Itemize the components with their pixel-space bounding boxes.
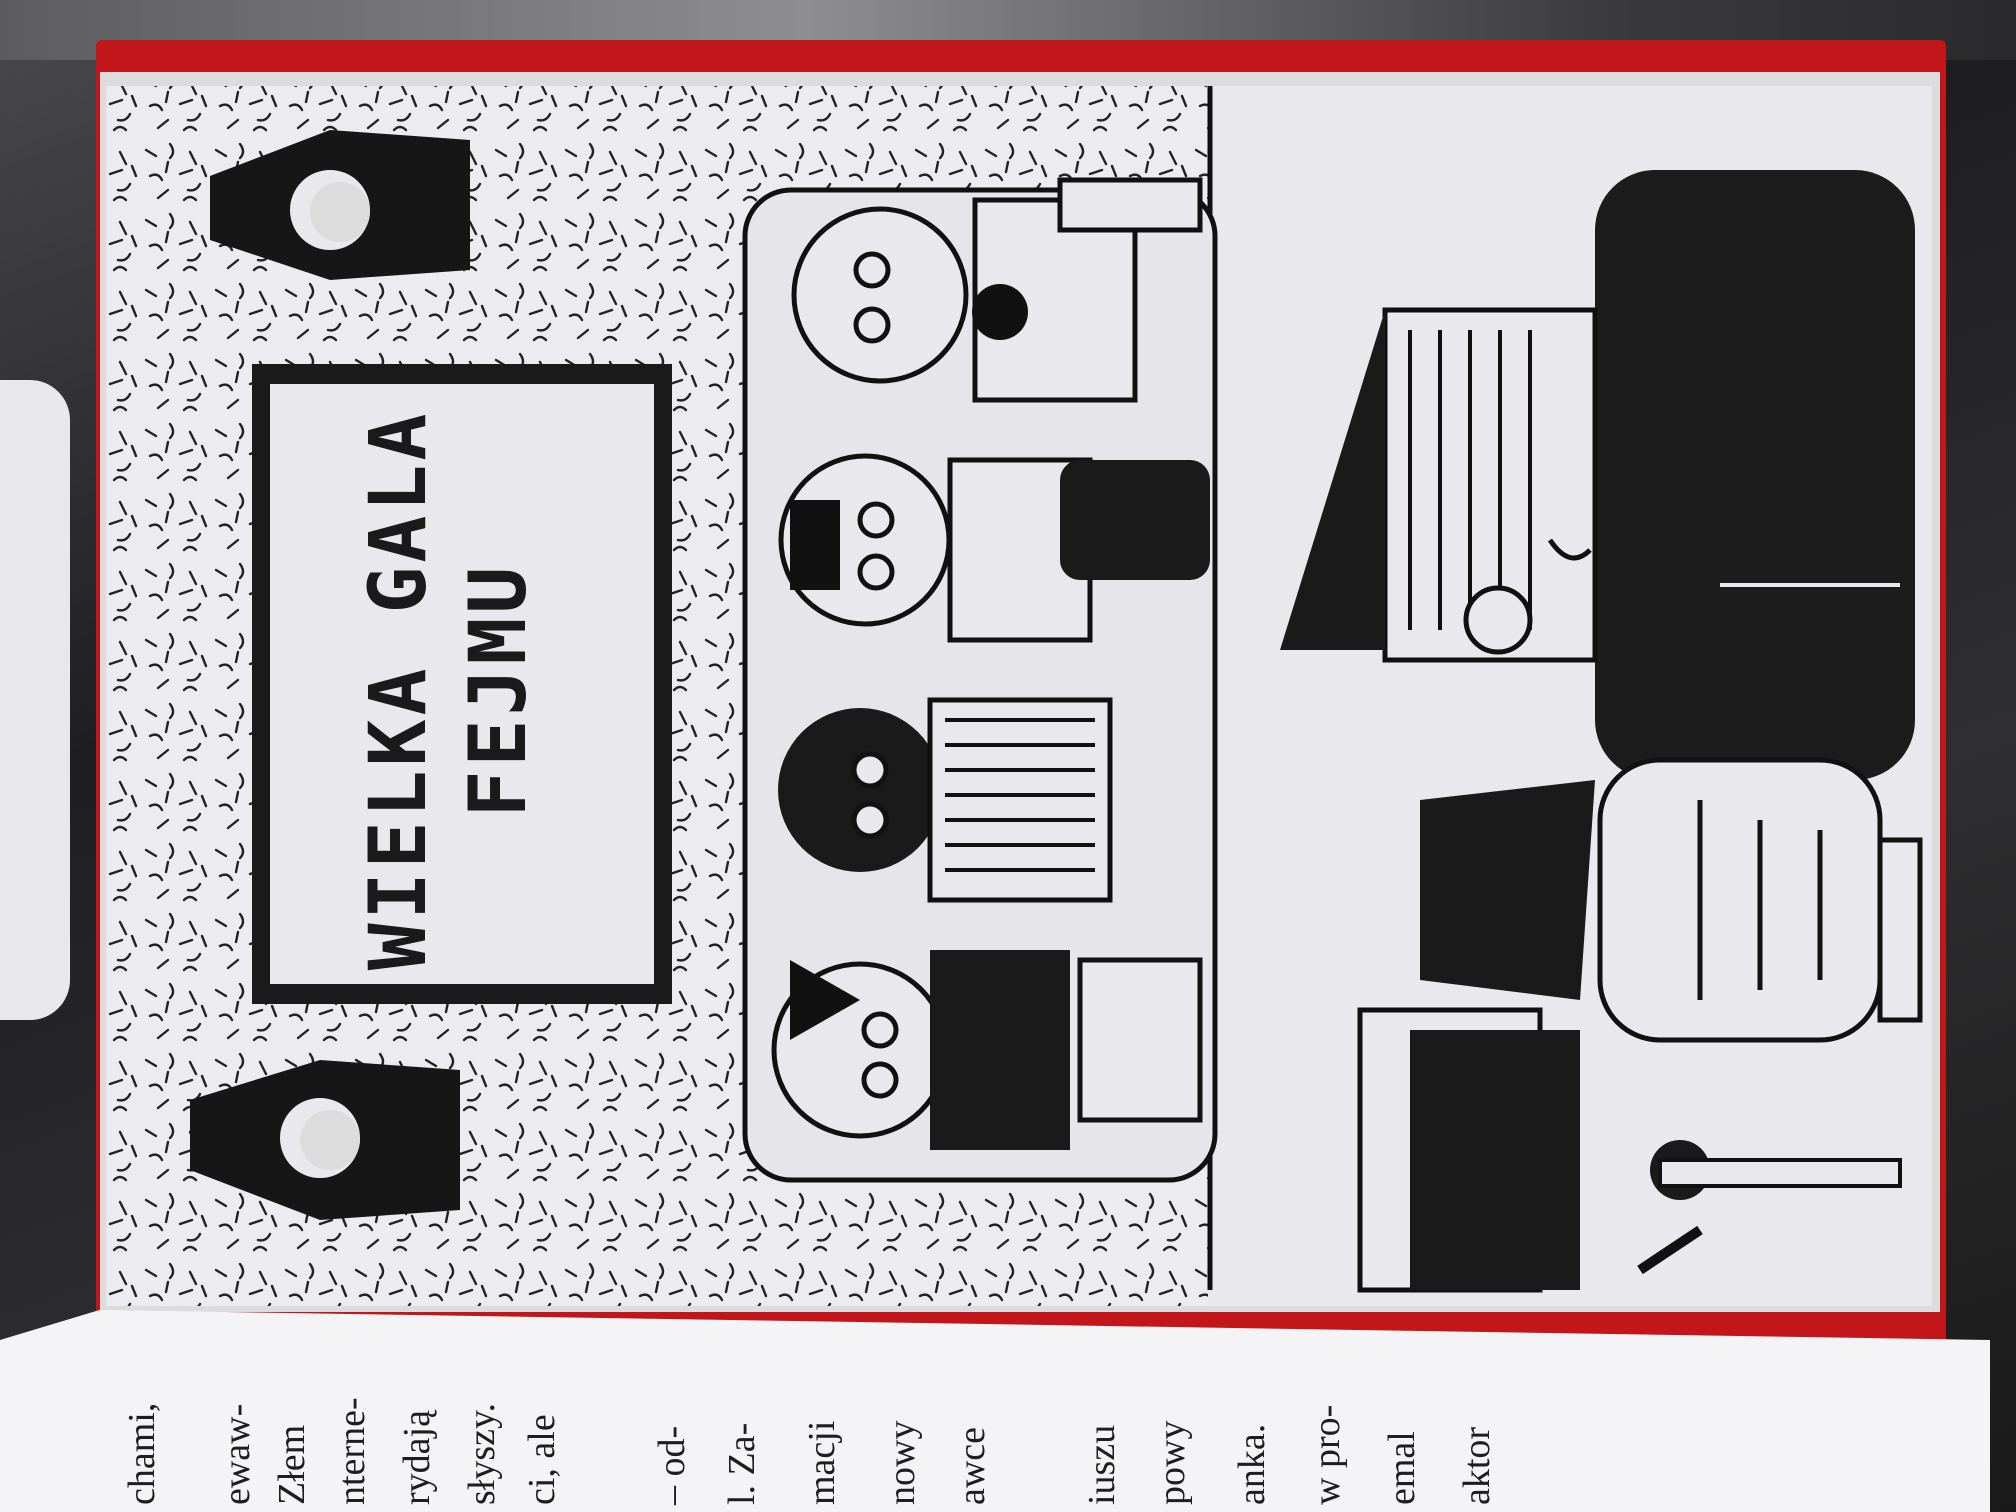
lower-text-fragment: anka. bbox=[1231, 1423, 1273, 1505]
jury-table bbox=[742, 187, 1218, 1183]
lower-text-fragment: ci, ale bbox=[521, 1414, 563, 1505]
lower-text-fragment: słyszy. bbox=[461, 1402, 503, 1505]
spotlight-bottom bbox=[190, 1060, 460, 1220]
lower-page bbox=[0, 1310, 1990, 1512]
jury-member-1 bbox=[791, 177, 1203, 403]
jury-member-2 bbox=[778, 453, 1210, 643]
sign-line-1: WIELKA GALA bbox=[354, 410, 444, 971]
camera bbox=[1357, 780, 1902, 1293]
presenter-hand bbox=[1597, 757, 1923, 1043]
lower-text-fragment: l. Za- bbox=[721, 1422, 763, 1505]
lower-text-fragment: Złem bbox=[271, 1424, 313, 1505]
lower-text-fragment: rydają bbox=[396, 1410, 438, 1505]
lower-text-fragment: ewaw- bbox=[216, 1403, 258, 1505]
sign-line-2: FEJMU bbox=[454, 563, 544, 818]
lower-text-fragment: w pro- bbox=[1306, 1404, 1348, 1505]
lower-text-fragment: powy bbox=[1151, 1420, 1193, 1505]
lower-text-fragment: nterne- bbox=[331, 1397, 373, 1505]
lower-text-fragment: macji bbox=[801, 1420, 843, 1505]
jury-member-4 bbox=[771, 950, 1203, 1150]
lower-text-fragment: awce bbox=[951, 1426, 993, 1505]
sign-board: WIELKA GALA FEJMU bbox=[252, 364, 672, 1004]
spotlight-top bbox=[210, 130, 470, 280]
lower-text-fragment: chami, bbox=[121, 1402, 163, 1505]
lower-text-fragment: iuszu bbox=[1081, 1424, 1123, 1505]
jury-member-3 bbox=[778, 697, 1113, 903]
lower-text-fragment: nowy bbox=[881, 1420, 923, 1505]
lower-text-fragment: emal bbox=[1381, 1431, 1423, 1505]
lower-text-fragment: aktor bbox=[1456, 1426, 1498, 1505]
presenter bbox=[1280, 170, 1915, 780]
background-seat bbox=[0, 380, 70, 1020]
lower-text-fragment: – od- bbox=[651, 1425, 693, 1505]
